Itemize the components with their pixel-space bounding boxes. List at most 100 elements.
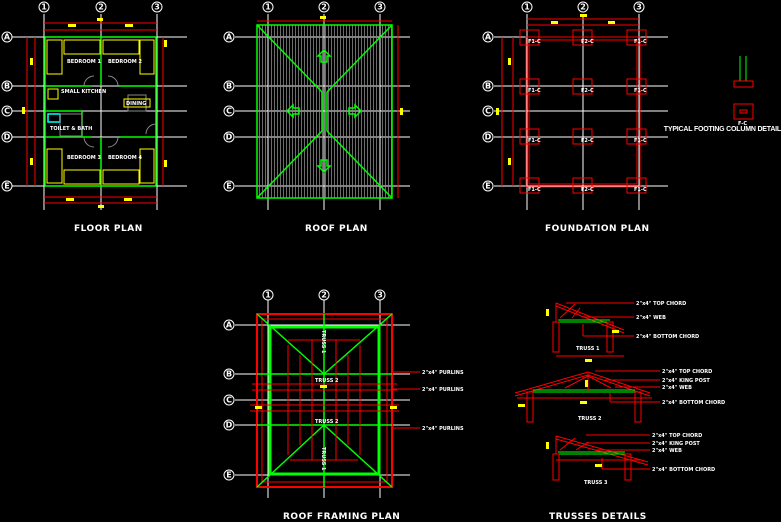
callout-purlins: 2"x4" PURLINS	[422, 426, 464, 432]
callout-purlins: 2"x4" PURLINS	[422, 370, 464, 376]
grid-bubble-label: B	[485, 82, 491, 91]
truss-callout: 2"x4" TOP CHORD	[652, 433, 702, 439]
grid-bubble-label: D	[226, 133, 233, 142]
footing-tag: F1-C	[528, 88, 541, 94]
grid-bubble-label: 3	[377, 3, 383, 12]
floor-plan-title: FLOOR PLAN	[74, 224, 143, 234]
footing-tag: F2-C	[581, 187, 594, 193]
truss-name: TRUSS 1	[576, 346, 600, 352]
trusses-details-title: TRUSSES DETAILS	[549, 512, 647, 522]
callout-purlins: 2"x4" PURLINS	[422, 387, 464, 393]
roof-hips	[256, 24, 393, 199]
grid-bubble-label: C	[226, 107, 232, 116]
roof-outline	[256, 24, 393, 199]
truss-callout: 2"x4" BOTTOM CHORD	[652, 467, 715, 473]
truss-name: TRUSS 3	[584, 480, 608, 486]
grid-bubble-label: C	[4, 107, 10, 116]
grid-bubble-label: 2	[580, 3, 586, 12]
footing-tag: F1-C	[634, 88, 647, 94]
room-label-small-kitchen: SMALL KITCHEN	[61, 89, 106, 95]
truss-3-detail: 2"x4" TOP CHORD 2"x4" KING POST 2"x4" WE…	[546, 433, 715, 486]
floor-plan-dimensions	[22, 18, 167, 208]
truss-1-detail: 2"x4" TOP CHORD 2"x4" WEB 2"x4" BOTTOM C…	[546, 301, 699, 362]
grid-bubble-label: A	[485, 33, 492, 42]
footing-column-detail: F-C	[733, 56, 754, 127]
grid-bubble-label: 2	[321, 291, 327, 300]
footing-tag: F2-C	[581, 39, 594, 45]
truss-label: TRUSS 2	[315, 419, 339, 425]
grid-bubble-label: 3	[636, 3, 642, 12]
footing-tag: F1-C	[634, 187, 647, 193]
grid-bubble-label: A	[226, 321, 233, 330]
foundation-plan-grid-bubbles: 1 2 3 A B C D E	[482, 1, 645, 192]
footing-tag: F1-C	[634, 39, 647, 45]
truss-callout: 2"x4" TOP CHORD	[636, 301, 686, 307]
foundation-plan-title: FOUNDATION PLAN	[545, 224, 650, 234]
foundation-plan: 1 2 3 A B C D E F1-C F2-C F1-C F1-C F2-C…	[482, 1, 754, 210]
purlins	[250, 339, 399, 461]
grid-bubble-label: 2	[321, 3, 327, 12]
floor-plan-furniture	[46, 39, 157, 185]
room-label-dining: DINING	[126, 101, 146, 107]
grid-bubble-label: 2	[98, 3, 104, 12]
room-label-toilet-bath: TOILET & BATH	[50, 126, 92, 132]
roof-plan-title: ROOF PLAN	[305, 224, 368, 234]
truss-label: TRUSS 1	[320, 330, 326, 354]
footing-tag: F1-C	[528, 138, 541, 144]
truss-callout: 2"x4" WEB	[662, 385, 692, 391]
floor-plan-grid-bubbles: 1 2 3 A B C D E	[1, 1, 163, 192]
grid-bubble-label: D	[226, 421, 233, 430]
footing-detail-tag: F-C	[738, 121, 747, 127]
footing-tag: F1-C	[634, 138, 647, 144]
grid-bubble-label: 1	[265, 3, 271, 12]
arrow-right-icon	[348, 103, 363, 119]
truss-name: TRUSS 2	[578, 416, 602, 422]
grid-bubble-label: 3	[377, 291, 383, 300]
grid-bubble-label: C	[226, 396, 232, 405]
grid-bubble-label: C	[485, 107, 491, 116]
truss-2-detail: 2"x4" TOP CHORD 2"x4" KING POST 2"x4" WE…	[514, 369, 725, 423]
arrow-left-icon	[285, 103, 300, 119]
grid-bubble-label: B	[226, 370, 232, 379]
footing-tag: F1-C	[528, 39, 541, 45]
footing-tag: F2-C	[581, 138, 594, 144]
footing-detail-caption: TYPICAL FOOTING COLUMN DETAIL	[663, 126, 781, 133]
arrow-up-icon	[316, 48, 332, 63]
truss-callout: 2"x4" WEB	[652, 448, 682, 454]
truss-callout: 2"x4" KING POST	[652, 441, 700, 447]
roof-plan: 1 2 3 A B C D E	[223, 1, 410, 210]
grid-bubble-label: 1	[265, 291, 271, 300]
grid-bubble-label: A	[4, 33, 11, 42]
grid-bubble-label: D	[485, 133, 492, 142]
footing-tag: F2-C	[581, 88, 594, 94]
grid-bubble-label: E	[4, 182, 9, 191]
trusses-details: 2"x4" TOP CHORD 2"x4" WEB 2"x4" BOTTOM C…	[514, 301, 725, 486]
grid-bubble-label: D	[4, 133, 11, 142]
grid-bubble-label: B	[226, 82, 232, 91]
grid-bubble-label: E	[485, 182, 490, 191]
footing-tag: F1-C	[528, 187, 541, 193]
roof-hatch	[257, 25, 392, 198]
footings: F1-C F2-C F1-C F1-C F2-C F1-C F1-C F2-C …	[519, 29, 647, 194]
grid-bubble-label: 3	[154, 3, 160, 12]
grid-bubble-label: B	[4, 82, 10, 91]
truss-callout: 2"x4" WEB	[636, 315, 666, 321]
room-label-bedroom-1: BEDROOM 1	[67, 59, 101, 65]
truss-callout: 2"x4" BOTTOM CHORD	[662, 400, 725, 406]
grid-bubble-label: E	[226, 471, 231, 480]
grid-bubble-label: A	[226, 33, 233, 42]
roof-framing-plan: 1 2 3 A B C D E	[223, 289, 464, 498]
roof-framing-grid-bubbles: 1 2 3 A B C D E	[223, 289, 386, 481]
arrow-down-icon	[316, 159, 332, 174]
grid-bubble-label: 1	[41, 3, 47, 12]
truss-label: TRUSS 1	[320, 447, 326, 471]
floor-plan: 1 2 3 A B C D E	[1, 1, 187, 210]
roof-plan-grid-bubbles: 1 2 3 A B C D E	[223, 1, 386, 192]
room-label-bedroom-3: BEDROOM 3	[67, 155, 101, 161]
floor-plan-room-labels: BEDROOM 1 BEDROOM 2 SMALL KITCHEN TOILET…	[50, 59, 146, 161]
roof-framing-plan-title: ROOF FRAMING PLAN	[283, 512, 401, 522]
truss-callout: 2"x4" BOTTOM CHORD	[636, 334, 699, 340]
roof-slope-arrows	[285, 48, 363, 174]
truss-callout: 2"x4" TOP CHORD	[662, 369, 712, 375]
